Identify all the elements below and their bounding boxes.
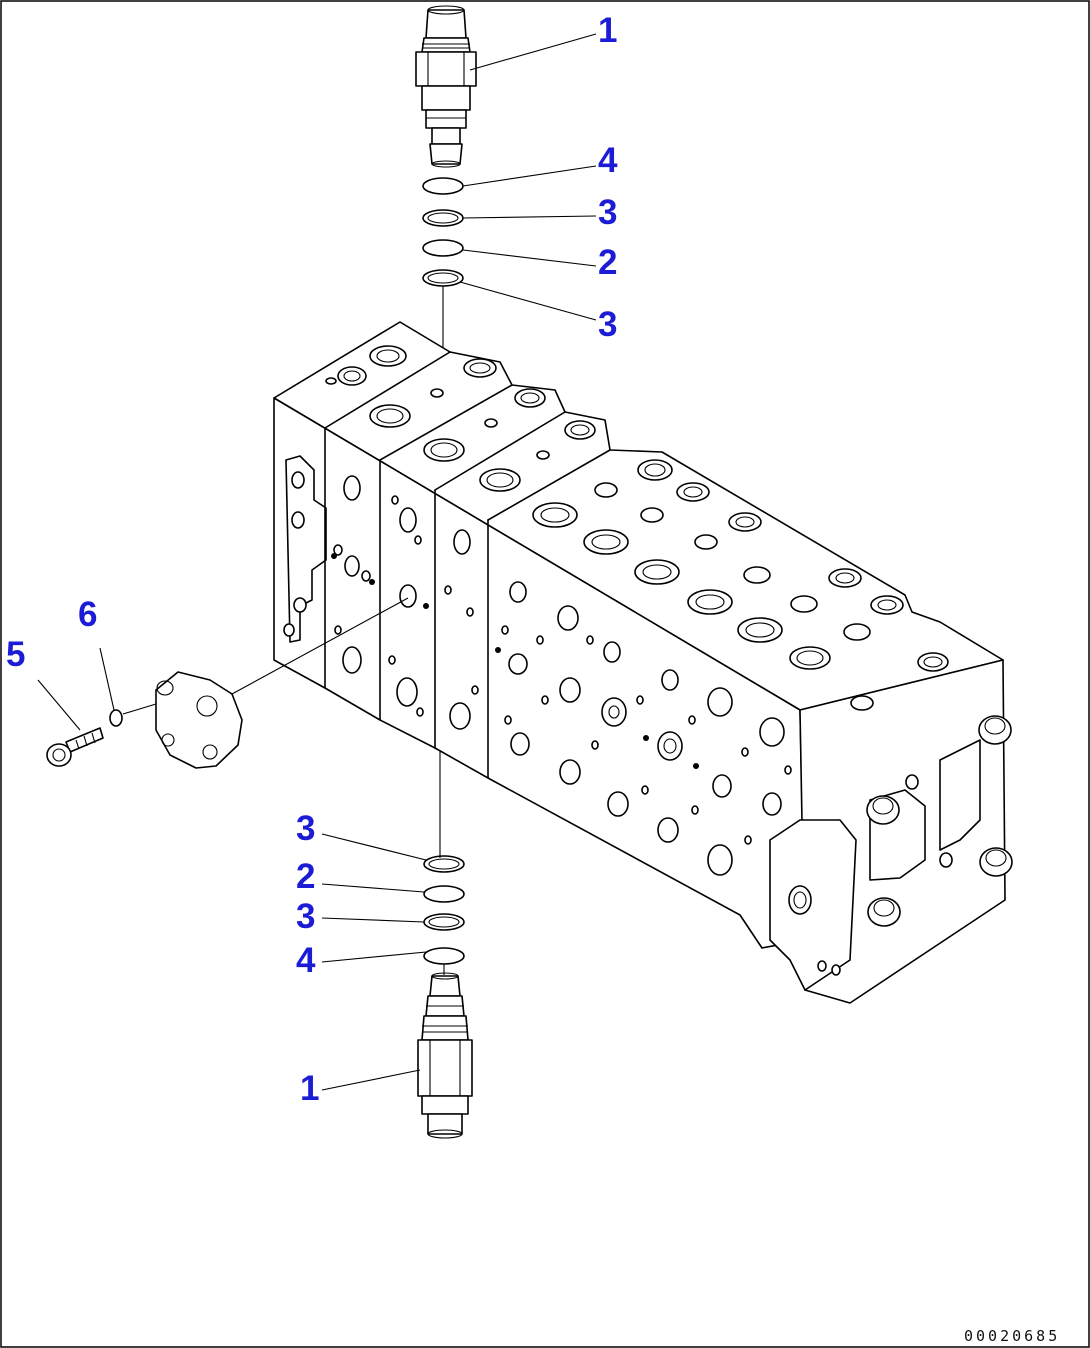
bottom-relief-valve	[417, 972, 473, 1139]
leader-lines	[37, 33, 597, 1091]
end-bolt-bottom	[867, 897, 901, 927]
callout-bolt: 5	[6, 635, 25, 674]
callout-top-valve: 1	[598, 11, 617, 50]
callout-top-ring-c: 2	[598, 243, 617, 282]
washer	[109, 709, 123, 727]
callout-bottom-ring-c: 3	[296, 897, 315, 936]
callout-bottom-ring-b: 2	[296, 857, 315, 896]
top-relief-valve	[415, 5, 477, 168]
callout-top-ring-b: 3	[598, 193, 617, 232]
callout-bottom-ring-a: 3	[296, 809, 315, 848]
callout-bottom-valve: 1	[300, 1069, 319, 1108]
callout-washer: 6	[78, 595, 97, 634]
callout-top-ring-a: 4	[598, 141, 618, 180]
end-bolt-middle	[866, 795, 900, 825]
main-control-valve-block	[273, 321, 1013, 1004]
side-cover	[155, 671, 243, 769]
document-number: 00020685	[964, 1327, 1060, 1345]
callout-top-ring-d: 3	[598, 305, 617, 344]
callout-bottom-ring-d: 4	[296, 941, 316, 980]
end-bolt-right	[979, 847, 1013, 877]
bolt	[46, 727, 104, 767]
bottom-o-rings	[423, 855, 465, 965]
top-o-rings	[422, 177, 464, 287]
end-bolt-top	[978, 715, 1012, 745]
